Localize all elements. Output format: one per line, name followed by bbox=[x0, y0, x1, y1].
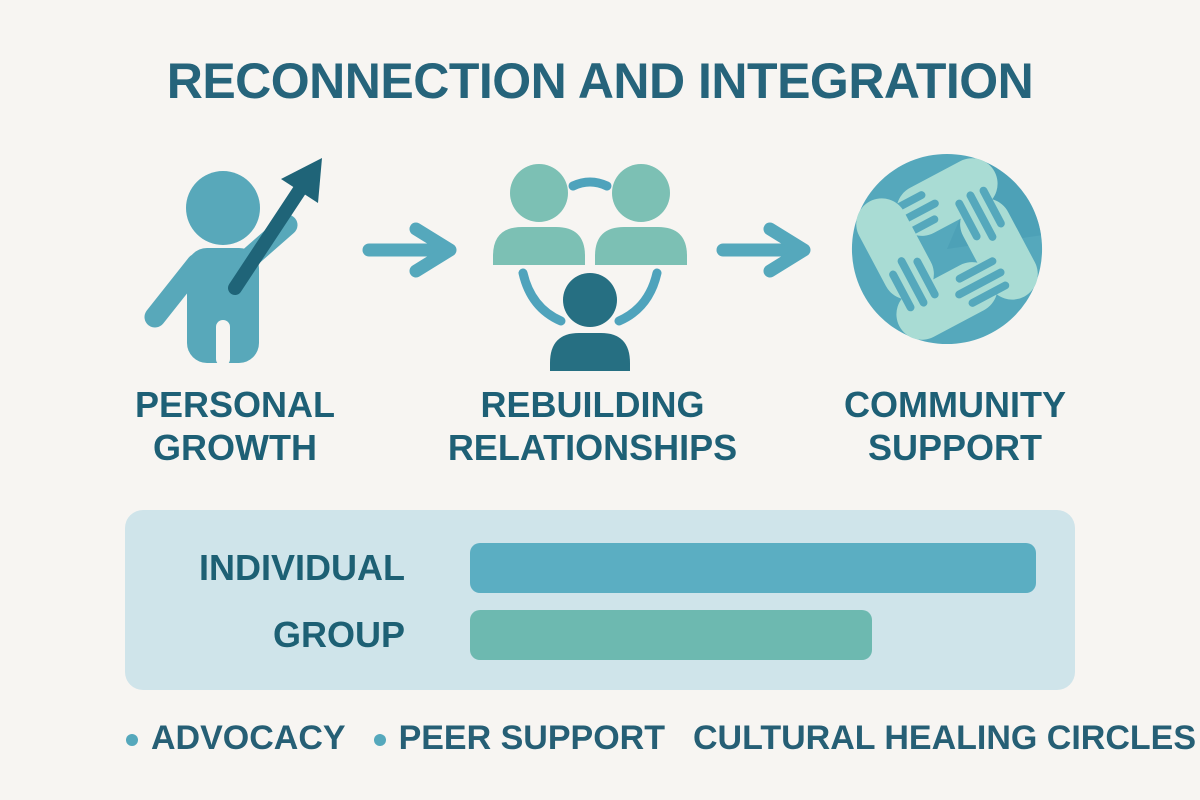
footer-label: PEER SUPPORT bbox=[398, 719, 665, 757]
person-growth-arrow-icon bbox=[144, 158, 322, 366]
bar-category-label: GROUP bbox=[272, 614, 405, 655]
bar-group bbox=[470, 610, 872, 660]
people-connections-icon bbox=[493, 164, 687, 371]
footer-label: ADVOCACY bbox=[151, 719, 346, 757]
footer-row: ADVOCACY PEER SUPPORT CULTURAL HEALING C… bbox=[126, 719, 1196, 758]
step-label-line: REBUILDING bbox=[480, 384, 705, 425]
footer-item-advocacy: ADVOCACY bbox=[126, 719, 346, 758]
step-label-line: GROWTH bbox=[153, 427, 317, 469]
footer-item-cultural-healing-circles: CULTURAL HEALING CIRCLES bbox=[693, 719, 1196, 758]
step-label-community-support: COMMUNITY SUPPORT bbox=[795, 383, 1115, 469]
bar-chart-panel: INDIVIDUAL GROUP bbox=[125, 510, 1075, 690]
bar-individual bbox=[470, 543, 1036, 593]
hands-unity-circle-icon bbox=[851, 153, 1043, 345]
step-label-rebuilding-relationships: REBUILDING RELATIONSHIPS bbox=[425, 383, 760, 469]
step-label-line: PERSONAL bbox=[134, 384, 336, 425]
step-label-line: RELATIONSHIPS bbox=[447, 427, 738, 469]
bar-category-label: INDIVIDUAL bbox=[199, 547, 405, 588]
step-label-line: SUPPORT bbox=[867, 427, 1043, 469]
step-label-line: COMMUNITY bbox=[844, 384, 1066, 425]
bar-row: GROUP bbox=[125, 610, 1075, 660]
bullet-dot-icon bbox=[126, 734, 138, 746]
bullet-dot-icon bbox=[373, 734, 386, 746]
page-title: RECONNECTION AND INTEGRATION bbox=[166, 53, 1034, 109]
footer-item-peer-support: PEER SUPPORT bbox=[373, 719, 665, 758]
step-label-personal-growth: PERSONAL GROWTH bbox=[95, 383, 375, 469]
footer-label: CULTURAL HEALING CIRCLES bbox=[692, 719, 1197, 757]
bar-row: INDIVIDUAL bbox=[125, 543, 1075, 593]
right-arrow-icon bbox=[362, 222, 457, 278]
right-arrow-icon bbox=[716, 222, 811, 278]
